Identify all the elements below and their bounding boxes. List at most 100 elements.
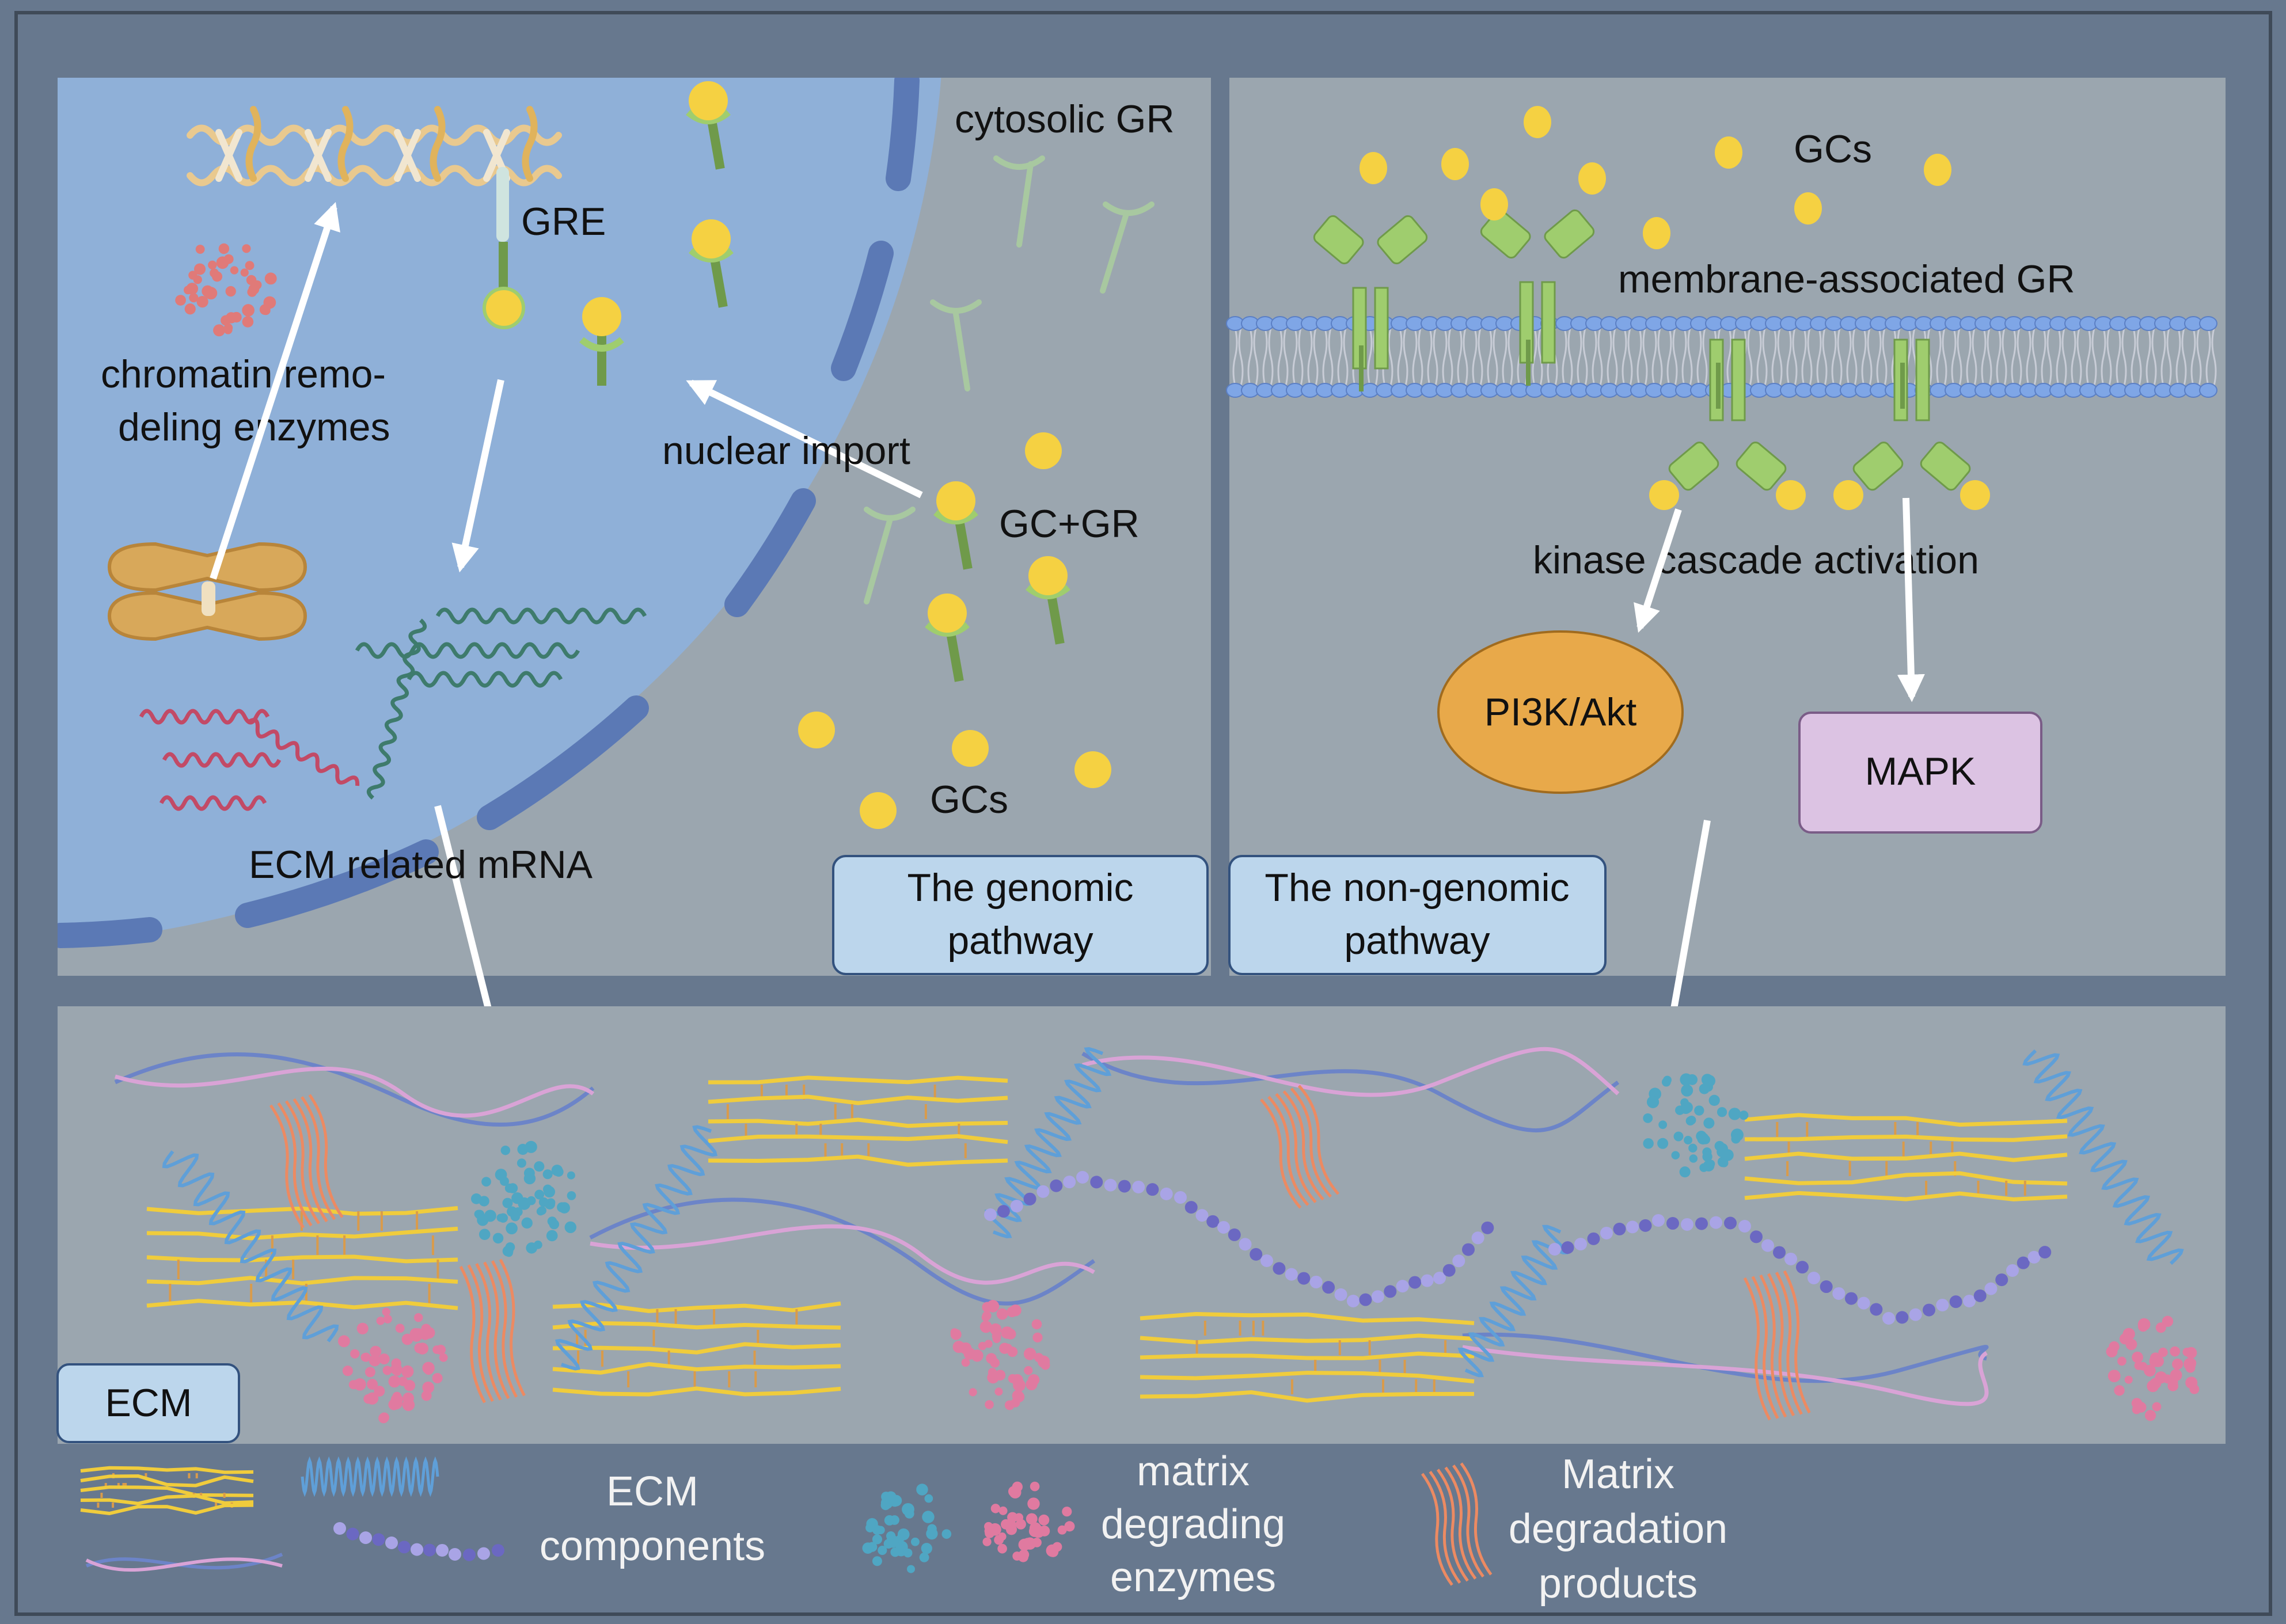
beaded-fibril: [333, 1522, 504, 1561]
cell-membrane: [1226, 316, 2217, 398]
collagen-bundle: [1744, 1113, 2068, 1201]
enzyme-cluster: [862, 1484, 952, 1573]
dna-strand-icon: [187, 106, 562, 187]
gre-label: GRE: [521, 200, 606, 244]
degradation-product-icon: [269, 1085, 1811, 1421]
elastin-spiral: [162, 1150, 339, 1342]
collagen-bundle: [80, 1466, 254, 1516]
pi3k-akt-node: [1437, 630, 1684, 794]
mrna-icon: [139, 709, 360, 811]
gc-ligand: [1441, 148, 1469, 180]
degradation-product: [1743, 1270, 1811, 1421]
non-genomic-panel: GCs membrane-associated GR kinase cascad…: [1226, 78, 2226, 1053]
cytosolic-gr-icon: [864, 155, 1155, 604]
gc-ligand: [1360, 152, 1387, 184]
elastin-spiral: [2022, 1049, 2184, 1265]
dna-strand-icon: [114, 1047, 1989, 1406]
collagen-bundle: [1140, 1312, 1475, 1403]
elastin-spiral: [555, 1125, 718, 1371]
gc-ligand: [1715, 136, 1742, 169]
gc-ligand: [1074, 751, 1111, 788]
matrix-enzyme-icon: [337, 1073, 2200, 1424]
gc-ligand: [1643, 217, 1670, 249]
gc-gr-complex: [925, 594, 970, 682]
elastin-spiral: [301, 1456, 439, 1497]
gc-gr-complex-icon: [579, 297, 624, 386]
gcs-label-right: GCs: [1794, 127, 1872, 171]
beaded-fibril: [1548, 1214, 2052, 1325]
gc-ligand: [1794, 192, 1822, 225]
enzyme-cluster: [175, 243, 277, 337]
enzyme-cluster: [2106, 1315, 2200, 1421]
chromatin-label: chromatin remo-deling enzymes: [101, 352, 390, 449]
membrane-receptor: [1649, 339, 1806, 510]
gc-ligand: [1480, 188, 1508, 220]
mapk-node: [1798, 712, 2042, 834]
kinase-label: kinase cascade activation: [1533, 538, 1979, 582]
gc-ligand: [1524, 106, 1551, 138]
degradation-product: [269, 1094, 344, 1229]
matrix-enzyme-icon: [862, 1484, 952, 1573]
enzyme-cluster: [337, 1307, 448, 1424]
elastin-spiral: [984, 1047, 1112, 1239]
enzyme-cluster: [950, 1300, 1050, 1410]
elastin-spiral-icon: [301, 1456, 439, 1497]
nuclear-import-label: nuclear import: [662, 429, 910, 473]
gre-bound-receptor: [483, 167, 525, 329]
gcs-label-left: GCs: [930, 778, 1008, 821]
gc-gr-complex: [1026, 556, 1070, 645]
cytosolic-gr-label: cytosolic GR: [955, 97, 1175, 141]
non-genomic-pathway-box: [1228, 855, 1607, 975]
ecm-panel: ECM: [56, 1006, 2226, 1444]
genomic-pathway-box: [832, 855, 1209, 975]
beaded-fibril: [984, 1171, 1494, 1307]
matrix-enzyme-icon: [982, 1481, 1075, 1562]
gc-gr-label: GC+GR: [999, 502, 1140, 546]
gc-gr-complex: [689, 219, 734, 308]
elastin-spiral: [1457, 1224, 1569, 1378]
ecm-label: ECM: [105, 1381, 192, 1425]
chromosome-icon: [107, 542, 307, 641]
ecm-box: [56, 1363, 240, 1443]
collagen-fibril-icon: [80, 1466, 254, 1516]
gc-gr-complex: [933, 481, 978, 570]
gc-ligand-icon: [798, 432, 1111, 829]
degradation-product-icon: [1421, 1462, 1493, 1586]
collagen-fibril-icon: [146, 1075, 2068, 1403]
ecm-mrna-label: ECM related mRNA: [249, 843, 593, 887]
genomic-panel: GRE chromatin remo-deling enzymes: [58, 78, 1211, 1065]
matrix-enzyme-icon: [175, 243, 277, 337]
pi3k-akt-label: PI3K/Akt: [1484, 690, 1637, 734]
gc-ligand: [952, 730, 989, 767]
gc-ligand: [860, 792, 897, 829]
membrane-gr-icon: [1313, 209, 1990, 510]
gc-ligand-icon: [1360, 106, 1951, 249]
gc-gr-complex: [686, 81, 731, 170]
nuclear-envelope: [58, 78, 920, 948]
gc-ligand: [798, 712, 835, 748]
collagen-bundle: [708, 1075, 1008, 1167]
beaded-fibril-icon: [984, 1171, 2052, 1325]
beaded-fibril-icon: [333, 1522, 504, 1561]
mapk-label: MAPK: [1865, 750, 1976, 793]
degradation-product: [459, 1258, 526, 1404]
membrane-gr-label: membrane-associated GR: [1618, 257, 2075, 301]
membrane-receptor: [1833, 339, 1990, 510]
degradation-product: [1260, 1085, 1340, 1209]
gc-ligand: [1578, 162, 1606, 195]
enzyme-cluster: [982, 1481, 1075, 1562]
mrna-icon: [355, 607, 647, 800]
dna-strand-icon: [85, 1553, 283, 1572]
degradation-product: [1421, 1462, 1493, 1586]
enzyme-cluster: [1643, 1073, 1749, 1178]
elastin-spiral-icon: [162, 1047, 2184, 1378]
gc-gr-complex-icon: [686, 81, 1070, 682]
gc-ligand: [1025, 432, 1062, 469]
